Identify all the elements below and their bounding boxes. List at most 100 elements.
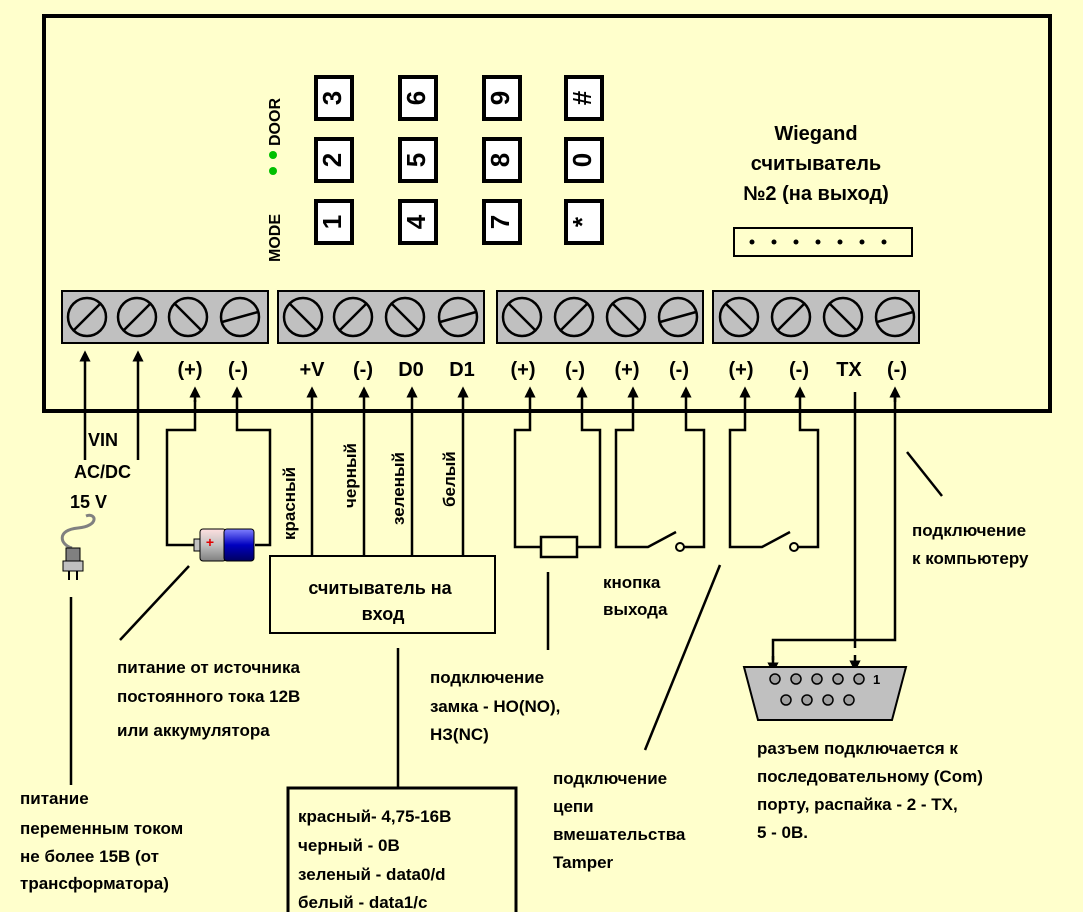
terminal-label-d1: D1 — [449, 359, 475, 381]
wire-com-gnd — [771, 392, 897, 660]
key-label-9: 9 — [485, 91, 515, 105]
key-label-1: 1 — [317, 215, 347, 229]
terminal-label-reader-v: +V — [299, 359, 325, 381]
terminal-label-batt-minus: (-) — [228, 359, 248, 381]
terminal-label-reader-minus: (-) — [353, 359, 373, 381]
note-dc-power-line2: постоянного тока 12В — [117, 687, 300, 706]
wire-label-black: черный — [341, 443, 360, 508]
switch-contact-exit — [675, 542, 685, 552]
terminal-label-batt-plus: (+) — [178, 359, 203, 381]
key-2 — [314, 137, 354, 183]
wire-battery — [165, 400, 198, 547]
note-ac-power-line2: переменным током — [20, 819, 183, 838]
terminal-screws — [66, 296, 916, 338]
terminal-label-tx: TX — [836, 359, 862, 381]
terminal-label-exit-plus: (+) — [615, 359, 640, 381]
terminal-label-lock-minus: (-) — [565, 359, 585, 381]
note-lock-line2: замка - НО(NO), — [430, 697, 560, 716]
wire-battery-minus — [235, 402, 272, 547]
key-6 — [398, 75, 438, 121]
key-9 — [482, 75, 522, 121]
switch-contact-tamper — [789, 542, 799, 552]
key-label-star: * — [567, 216, 597, 227]
wire-exit-button — [614, 402, 677, 549]
note-ac-power-line1: питание — [20, 789, 89, 808]
pinout-red: красный- 4,75-16В — [298, 807, 451, 826]
note-tamper-line2: цепи — [553, 797, 594, 816]
reader-in-box — [269, 555, 496, 634]
key-4 — [398, 199, 438, 245]
wire-label-white: белый — [440, 451, 459, 507]
pinout-white: белый - data1/c — [298, 893, 427, 912]
power-plug-icon — [60, 513, 96, 580]
key-8 — [482, 137, 522, 183]
note-lock-line1: подключение — [430, 668, 544, 687]
key-label-2: 2 — [317, 153, 347, 167]
pinout-black: черный - 0В — [298, 836, 400, 855]
key-label-5: 5 — [401, 153, 431, 167]
wire-label-green: зеленый — [389, 452, 408, 525]
note-tamper-line1: подключение — [553, 769, 667, 788]
door-led — [269, 151, 277, 159]
key-7 — [482, 199, 522, 245]
note-lock-line3: НЗ(NC) — [430, 725, 489, 744]
note-computer-line1: подключение — [912, 521, 1026, 540]
note-dc-power-line1: питание от источника — [117, 658, 300, 677]
key-hash — [564, 75, 604, 121]
key-label-3: 3 — [317, 91, 347, 105]
wire-label-red: красный — [280, 467, 299, 540]
key-label-8: 8 — [485, 153, 515, 167]
mode-led — [269, 167, 277, 175]
note-dc-power-line3: или аккумулятора — [117, 721, 270, 740]
reader-in-label-line2: вход — [362, 604, 405, 624]
battery-icon: + — [193, 528, 255, 562]
key-label-7: 7 — [485, 215, 515, 229]
db9-connector: 1 — [742, 666, 908, 721]
terminal-label-exit-minus: (-) — [669, 359, 689, 381]
wiegand-connector — [733, 227, 913, 257]
key-3 — [314, 75, 354, 121]
voltage-label: 15 V — [70, 492, 107, 512]
key-1 — [314, 199, 354, 245]
terminal-label-com-minus: (-) — [887, 359, 907, 381]
key-0 — [564, 137, 604, 183]
mode-label: MODE — [267, 214, 284, 262]
lock-resistor — [539, 535, 579, 559]
acdc-label: AC/DC — [74, 462, 131, 482]
db9-pin1-label: 1 — [873, 672, 880, 687]
keypad — [314, 75, 604, 245]
key-label-hash: # — [567, 90, 597, 105]
wiegand-title: Wiegand — [774, 123, 857, 145]
key-label-4: 4 — [401, 214, 431, 229]
svg-text:+: + — [206, 534, 214, 550]
note-tamper-line3: вмешательства — [553, 825, 686, 844]
note-ac-power-line4: трансформатора) — [20, 874, 169, 893]
terminal-label-lock-plus: (+) — [511, 359, 536, 381]
note-exit-button-line1: кнопка — [603, 573, 661, 592]
key-label-0: 0 — [567, 153, 597, 167]
reader-pinout-box — [286, 786, 518, 912]
note-com-port-line4: 5 - 0В. — [757, 823, 808, 842]
wire-lock — [513, 402, 541, 549]
terminal-label-d0: D0 — [398, 359, 424, 381]
note-com-port-line3: порту, распайка - 2 - TX, — [757, 795, 958, 814]
terminal-label-tamper-plus: (+) — [729, 359, 754, 381]
wiegand-subtitle: считыватель — [751, 153, 881, 175]
controller-housing — [42, 14, 1052, 413]
note-tamper-line4: Tamper — [553, 853, 614, 872]
wiegand-number: №2 (на выход) — [743, 183, 889, 205]
wire-tamper — [728, 402, 791, 549]
note-computer-line2: к компьютеру — [912, 549, 1029, 568]
vin-label: VIN — [88, 430, 118, 450]
terminal-label-tamper-minus: (-) — [789, 359, 809, 381]
key-5 — [398, 137, 438, 183]
note-com-port-line1: разъем подключается к — [757, 739, 958, 758]
door-label: DOOR — [267, 98, 284, 146]
wires — [79, 350, 901, 674]
key-label-6: 6 — [401, 91, 431, 105]
leader-lines — [69, 451, 943, 785]
note-com-port-line2: последовательному (Com) — [757, 767, 983, 786]
note-exit-button-line2: выхода — [603, 600, 668, 619]
reader-in-label-line1: считыватель на — [308, 578, 452, 598]
